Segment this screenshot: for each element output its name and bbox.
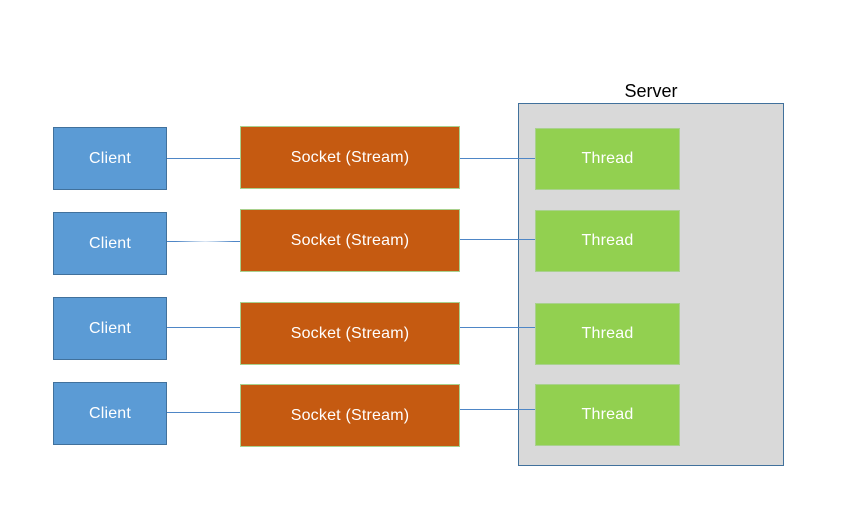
thread-label-4: Thread bbox=[581, 406, 634, 423]
client-box-3[interactable]: Client bbox=[53, 297, 167, 360]
client-box-2[interactable]: Client bbox=[53, 212, 167, 275]
thread-box-4[interactable]: Thread bbox=[535, 384, 680, 446]
server-label: Server bbox=[624, 81, 678, 101]
connector-socket-thread-1 bbox=[460, 158, 536, 159]
connector-socket-thread-4 bbox=[460, 409, 536, 410]
thread-box-2[interactable]: Thread bbox=[535, 210, 680, 272]
socket-box-4[interactable]: Socket (Stream) bbox=[240, 384, 460, 447]
connector-client-socket-4 bbox=[167, 412, 241, 413]
client-box-1[interactable]: Client bbox=[53, 127, 167, 190]
socket-label-2: Socket (Stream) bbox=[290, 231, 410, 249]
thread-box-3[interactable]: Thread bbox=[535, 303, 680, 365]
socket-label-3: Socket (Stream) bbox=[290, 324, 410, 342]
connector-socket-thread-2 bbox=[460, 239, 536, 240]
socket-box-1[interactable]: Socket (Stream) bbox=[240, 126, 460, 189]
client-label-1: Client bbox=[88, 149, 132, 167]
client-label-2: Client bbox=[88, 234, 132, 252]
client-label-3: Client bbox=[88, 319, 132, 337]
thread-label-3: Thread bbox=[581, 325, 634, 342]
socket-box-3[interactable]: Socket (Stream) bbox=[240, 302, 460, 365]
connector-client-socket-2 bbox=[167, 241, 241, 242]
client-box-4[interactable]: Client bbox=[53, 382, 167, 445]
client-label-4: Client bbox=[88, 404, 132, 422]
socket-label-4: Socket (Stream) bbox=[290, 406, 410, 424]
connector-client-socket-3 bbox=[167, 327, 241, 328]
thread-label-2: Thread bbox=[581, 232, 634, 249]
socket-label-1: Socket (Stream) bbox=[290, 148, 410, 166]
connector-socket-thread-3 bbox=[460, 327, 536, 328]
thread-label-1: Thread bbox=[581, 150, 634, 167]
thread-box-1[interactable]: Thread bbox=[535, 128, 680, 190]
connector-client-socket-1 bbox=[167, 158, 241, 159]
socket-box-2[interactable]: Socket (Stream) bbox=[240, 209, 460, 272]
